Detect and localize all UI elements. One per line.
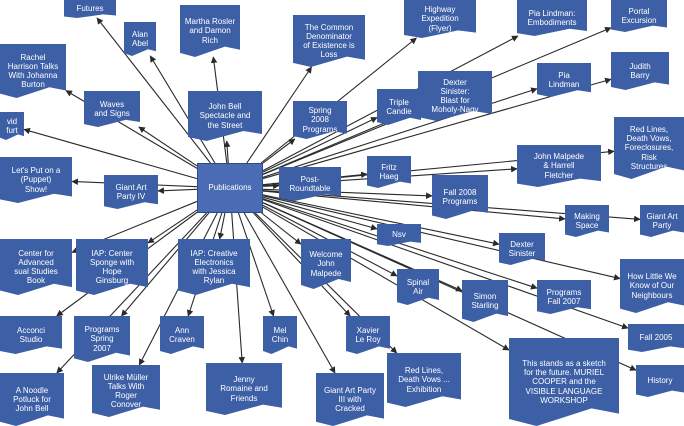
edge-spring2007 bbox=[121, 212, 210, 317]
edge-postround bbox=[262, 182, 280, 190]
node-triple: Triple Candie bbox=[377, 89, 421, 125]
node-ann: Ann Craven bbox=[160, 316, 204, 354]
edge-futures bbox=[96, 17, 211, 164]
node-howlittle: How Little We Know of Our Neighbours bbox=[620, 259, 684, 313]
edge-common bbox=[246, 66, 312, 164]
edge-sketch bbox=[262, 206, 510, 351]
edge-giant3 bbox=[243, 212, 336, 374]
edge-iap_creative bbox=[217, 212, 226, 240]
edge-giant4 bbox=[157, 187, 198, 194]
edge-johnbell bbox=[223, 140, 231, 164]
edge-triple bbox=[262, 117, 378, 173]
edge-welcome bbox=[261, 212, 302, 245]
hub-node-publications: Publications bbox=[197, 163, 263, 213]
edge-highway bbox=[260, 37, 417, 164]
node-dexter: Dexter Sinister bbox=[499, 233, 545, 265]
edge-waves bbox=[138, 126, 198, 167]
edge-jenny bbox=[231, 212, 246, 364]
edge-mel bbox=[237, 212, 275, 317]
edge-david bbox=[23, 127, 198, 180]
node-puppet: Let's Put on a (Puppet) Show! bbox=[0, 157, 72, 203]
node-history: History bbox=[636, 365, 684, 397]
node-redlines1: Red Lines, Death Vows, Foreclosures, Ris… bbox=[614, 117, 684, 179]
edge-howlittle bbox=[262, 195, 621, 281]
node-nsv: Nsv bbox=[377, 224, 421, 246]
edge-spring2008 bbox=[262, 138, 296, 164]
edge-dexter bbox=[262, 194, 500, 247]
edge-nsv bbox=[262, 196, 378, 231]
node-futures: Futures bbox=[64, 0, 116, 18]
edge-iap_sponge bbox=[147, 209, 198, 244]
edge-alan bbox=[149, 55, 216, 164]
node-pia_emb: Pia Lindman: Embodiments bbox=[517, 0, 587, 36]
